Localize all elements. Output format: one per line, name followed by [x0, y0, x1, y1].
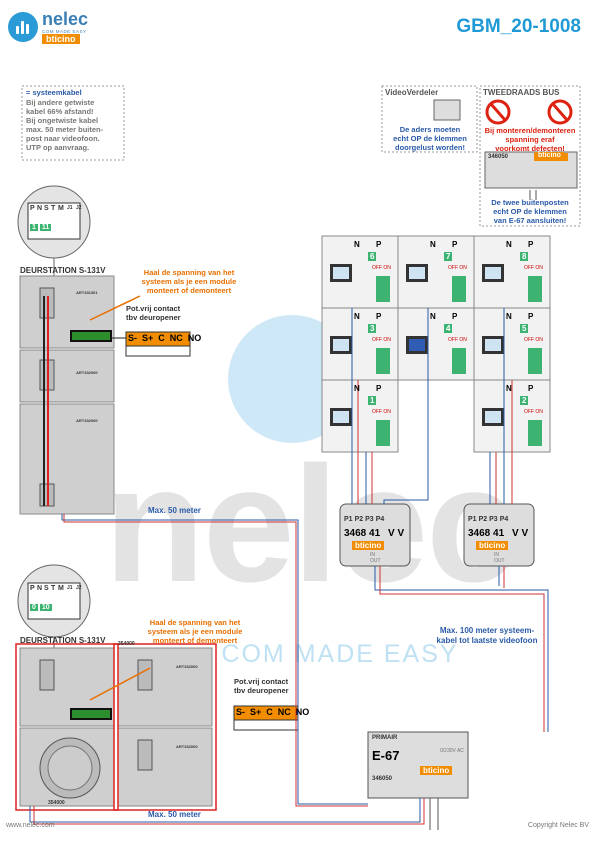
- station-bottom-warning: monteert of demonteert: [152, 636, 238, 645]
- video-distributor-note: echt OP de klemmen: [393, 134, 467, 143]
- video-distributor-note: doorgelust worden!: [395, 143, 465, 152]
- station-bottom-contact: Pot.vrij contact: [234, 677, 289, 686]
- legend-line: kabel 66% afstand!: [26, 107, 94, 116]
- bus-footer-note: De twee buitenposten: [491, 198, 569, 207]
- station-bottom-warning: systeem als je een module: [147, 627, 243, 636]
- station-bottom-title: DEURSTATION S-131V: [20, 636, 106, 645]
- legend-line: post naar videofoon.: [26, 134, 100, 143]
- document-title: GBM_20-1008: [456, 16, 581, 37]
- flat-grid: [321, 235, 551, 453]
- legend-line: Bij ongetwiste kabel: [26, 116, 99, 125]
- e67-code: 346050: [372, 776, 393, 782]
- bus-note: spanning eraf: [505, 135, 555, 144]
- bus-footer-note: van E-67 aansluiten!: [493, 216, 567, 225]
- bus-module-logo: bticino: [535, 152, 564, 159]
- legend-line: max. 50 meter buiten-: [26, 125, 104, 134]
- legend-heading: = systeemkabel: [26, 88, 82, 97]
- module-code: ART332000: [176, 744, 198, 749]
- footer-url[interactable]: www.nelec.com: [6, 822, 55, 829]
- legend-line: Bij andere getwiste: [26, 98, 95, 107]
- module-code: ART331301: [76, 290, 98, 295]
- module-code: ART332000: [176, 664, 198, 669]
- flat-devices: [330, 264, 542, 446]
- watermark-tagline: COM MADE EASY: [221, 640, 459, 668]
- no-power-icon: [485, 99, 573, 125]
- module-code: 354000: [48, 800, 65, 806]
- station-top-warning: Haal de spanning van het: [143, 268, 235, 277]
- e67-label: PRIMAIR: [372, 735, 398, 741]
- station-bottom-modules: [15, 643, 217, 811]
- station-top-contact: Pot.vrij contact: [126, 304, 181, 313]
- dip-values-bottom: 0 10: [30, 604, 52, 611]
- station-top-title: DEURSTATION S-131V: [20, 266, 106, 275]
- video-distributor-title: VideoVerdeler: [385, 88, 439, 97]
- station-top-distance: Max. 50 meter: [148, 506, 201, 515]
- module-code: ART332000: [76, 370, 98, 375]
- nelec-logo-icon: [8, 12, 38, 42]
- station-top-warning: systeem als je een module: [141, 277, 237, 286]
- video-distributors: [339, 503, 535, 567]
- brand-tagline: COM MADE EASY: [42, 29, 87, 34]
- bus-module-code: 346050: [488, 154, 509, 160]
- bus-footer-note: echt OP de klemmen: [493, 207, 567, 216]
- distributor-thumb: [433, 99, 461, 121]
- watermark-logo: nelec: [104, 432, 518, 616]
- station-top-contact: tbv deuropener: [126, 313, 181, 322]
- dip-labels-top: P N S T M J1 J2: [30, 205, 82, 212]
- e67-sub: 0/230V AC: [440, 748, 464, 754]
- video-distributor-note: De aders moeten: [399, 125, 461, 134]
- e67-module: [367, 731, 469, 799]
- station-bottom-contact: tbv deuropener: [234, 686, 289, 695]
- e67-logo: bticino: [420, 766, 453, 775]
- brand-name: nelec: [42, 9, 89, 29]
- station-top-modules: [19, 275, 115, 515]
- legend-line: UTP op aanvraag.: [26, 143, 90, 152]
- dip-values-top: 1 11: [30, 224, 52, 231]
- max-system-note: Max. 100 meter systeem-: [439, 626, 535, 635]
- bus-title: TWEEDRAADS BUS: [483, 88, 560, 97]
- bticino-logo: bticino: [42, 34, 80, 44]
- footer-copyright: Copyright Nelec BV: [527, 822, 589, 829]
- module-code: ART332000: [76, 418, 98, 423]
- video-distributor-box: [381, 85, 478, 153]
- station-bottom-distance: Max. 50 meter: [148, 810, 201, 819]
- station-top-warning: monteert of demonteert: [146, 286, 232, 295]
- station-bottom-warning: Haal de spanning van het: [149, 618, 241, 627]
- station-bottom-terminals: S- S+ C NC NO: [236, 707, 310, 717]
- max-system-note: kabel tot laatste videofoon: [436, 636, 538, 645]
- legend-box: [21, 85, 125, 161]
- e67-title: E-67: [372, 748, 400, 763]
- module-code: 354000: [118, 641, 135, 647]
- bus-note: voorkomt defecten!: [495, 144, 565, 153]
- station-top-terminals: S- S+ C NC NO: [128, 333, 202, 343]
- bus-note: Bij monteren/demonteren: [484, 126, 576, 135]
- dip-labels-bottom: P N S T M J1 J2: [30, 585, 82, 592]
